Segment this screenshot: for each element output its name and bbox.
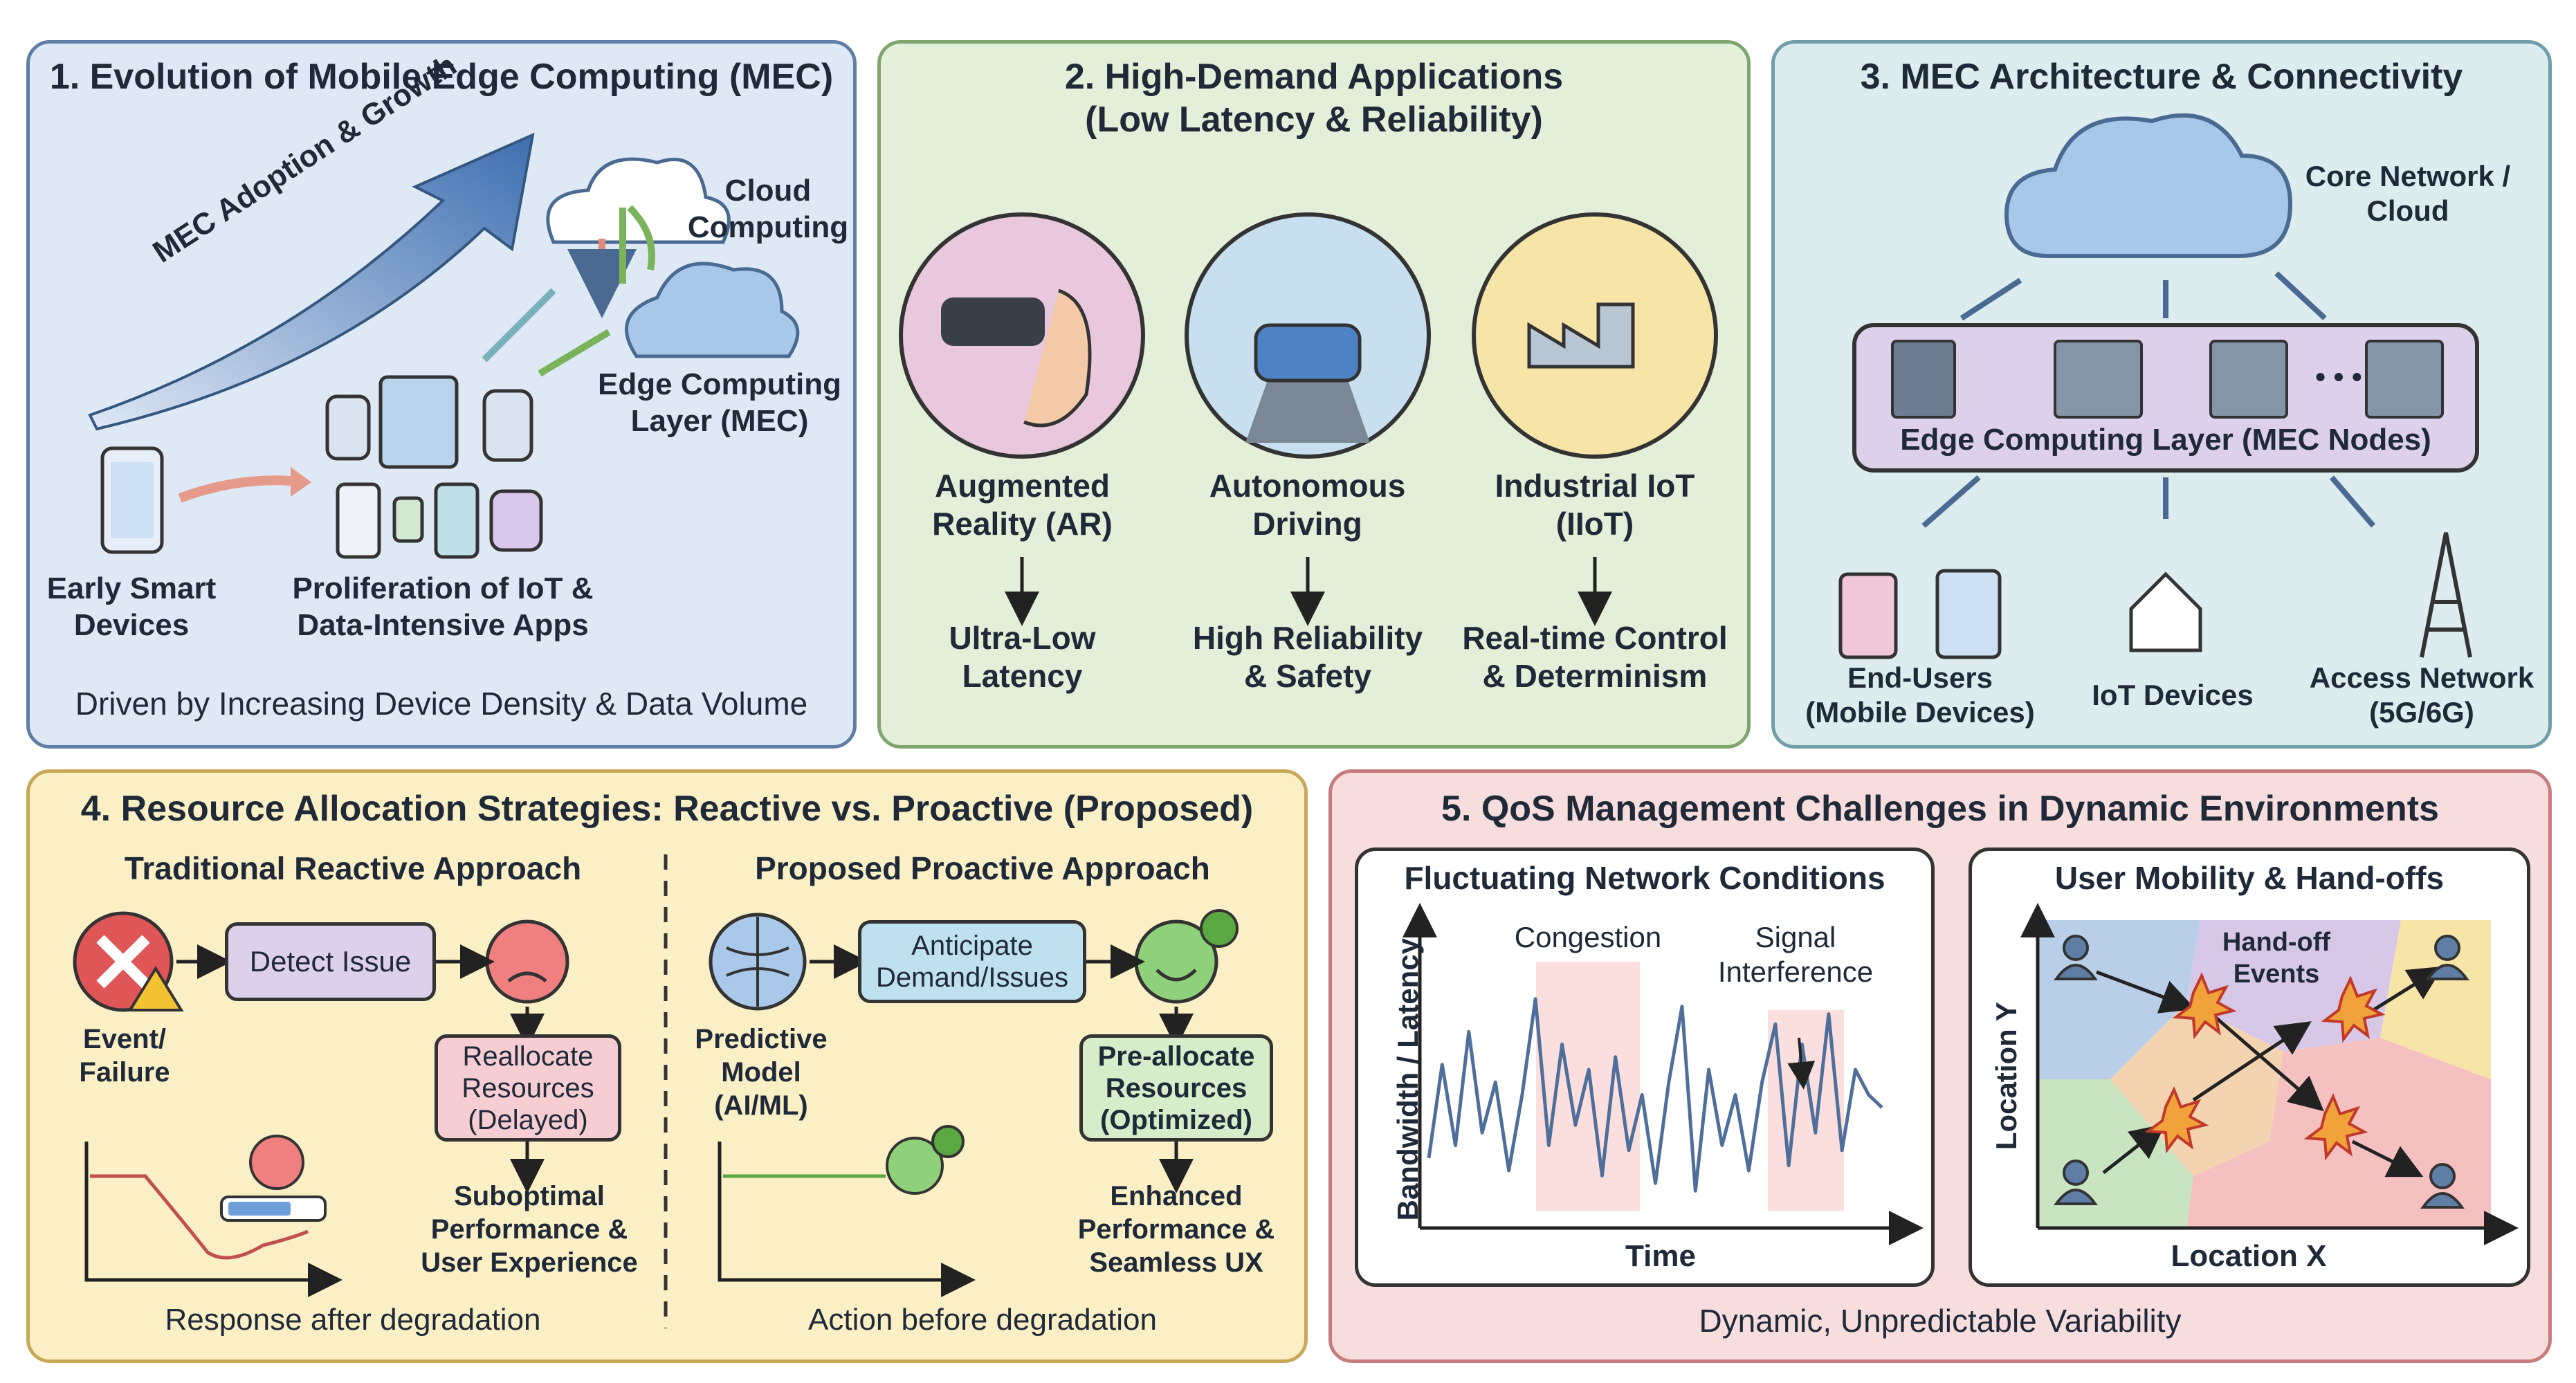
panel-4-graphics [73,854,1239,1328]
user-icons [2054,935,2469,1209]
preallocate-box: Pre-allocate Resources (Optimized) [1079,1034,1273,1142]
handoff-burst-icons [2144,972,2386,1161]
sad-face-icon-2 [249,1135,304,1190]
phone-icon-2 [336,482,381,559]
phone-icon-3 [434,482,479,559]
app-driving-name: Autonomous Driving [1209,468,1406,542]
cloud-computing-icon [546,157,731,244]
anticipate-box: Anticipate Demand/Issues [858,920,1086,1003]
cloud-computing-label: Cloud Computing [687,174,849,244]
panel-3-graphics [1838,113,2479,659]
proactive-outcome: Enhanced Performance & Seamless UX [1077,1181,1275,1278]
edge-layer-box [1852,323,2479,473]
tablet-device-icon [1935,569,2002,659]
smart-home-icon [2129,571,2202,652]
reactive-axes [84,1142,342,1297]
smartwatch-icon [325,394,371,461]
server-rack-icons [1891,340,2444,419]
core-cloud-icon [2004,113,2293,258]
panel-5-footer: Dynamic, Unpredictable Variability [1699,1303,2182,1339]
panel-2-graphics [899,212,1718,626]
x-axis-label-location: Location X [2171,1239,2327,1273]
edge-ellipsis: • • • [2315,360,2362,393]
reactive-caption: Response after degradation [165,1303,541,1337]
reactive-heading: Traditional Reactive Approach [124,850,582,886]
panel-5-title: 5. QoS Management Challenges in Dynamic … [1441,789,2439,829]
happy-face-icon-2 [886,1137,944,1195]
end-users-label: End-Users (Mobile Devices) [1805,661,2035,729]
detect-issue-box: Detect Issue [225,922,436,1001]
proactive-caption: Action before degradation [808,1303,1157,1337]
checkmark-icon-2 [931,1125,965,1158]
watch-icon-4 [489,489,543,552]
progress-arrow [178,475,291,503]
core-network-label: Core Network / Cloud [2305,160,2511,228]
req-iiot: Real-time Control & Determinism [1462,620,1728,695]
app-iiot-name: Industrial IoT (IIoT) [1495,468,1695,542]
interference-pointer [1787,1037,1816,1090]
edge-layer-label: Edge Computing Layer (MEC Nodes) [1900,423,2431,457]
predictive-model-label: Predictive Model (AI/ML) [695,1024,828,1121]
network-chart-card [1355,848,1935,1287]
annotation-interference: Signal Interference [1717,921,1874,989]
network-chart-title: Fluctuating Network Conditions [1404,860,1885,896]
cell-tower-icon [2420,532,2472,658]
x-axis-label-time: Time [1625,1239,1696,1273]
proliferation-label: Proliferation of IoT & Data-Intensive Ap… [292,571,594,642]
mobile-device-icon [1838,572,1898,659]
degradation-curve [90,1174,309,1260]
growth-arrow [88,132,535,431]
panel-4-title: 4. Resource Allocation Strategies: React… [80,789,1254,829]
edge-layer-label: Edge Computing Layer (MEC) [598,367,841,438]
handoff-events-label: Hand-off Events [2222,928,2331,989]
early-devices-label: Early Smart Devices [46,571,217,642]
panel-2-title: 2. High-Demand Applications (Low Latency… [1064,57,1564,140]
event-failure-label: Event/ Failure [79,1024,170,1088]
reactive-outcome: Suboptimal Performance & User Experience [421,1181,638,1278]
tablet-icon [378,375,459,469]
congestion-region [1536,962,1640,1211]
req-driving: High Reliability & Safety [1192,620,1423,695]
panel-1-graphics [88,132,800,559]
factory-icon [1472,212,1718,459]
mobility-chart-title: User Mobility & Hand-offs [2054,860,2445,896]
proactive-heading: Proposed Proactive Approach [755,850,1210,886]
panel-1-footer: Driven by Increasing Device Density & Da… [75,686,808,722]
reallocate-box: Reallocate Resources (Delayed) [435,1034,621,1142]
panel-1-title: 1. Evolution of Mobile Edge Computing (M… [49,57,834,97]
brain-icon [709,913,807,1011]
watch-icon-3 [392,496,424,543]
warning-icon [127,966,184,1011]
access-network-label: Access Network (5G/6G) [2309,661,2534,729]
panel-3-title: 3. MEC Architecture & Connectivity [1860,57,2463,97]
iot-devices-label: IoT Devices [2092,679,2254,711]
req-ar: Ultra-Low Latency [949,620,1096,695]
app-ar-name: Augmented Reality (AR) [932,468,1113,542]
checkmark-icon [1200,909,1239,948]
y-axis-label-location: Location Y [1989,1002,2022,1151]
proactive-axes [718,1142,976,1297]
smartwatch-icon-2 [482,389,533,462]
annotation-congestion: Congestion [1514,921,1662,953]
